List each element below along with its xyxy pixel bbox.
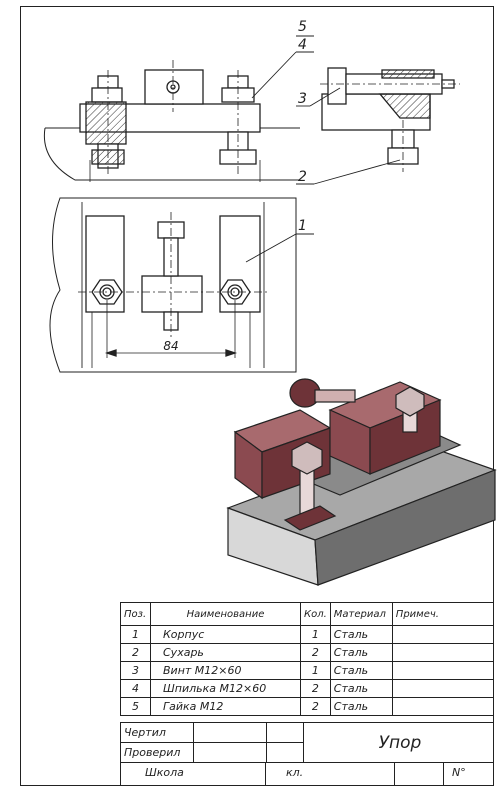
class-label: кл.: [265, 762, 395, 786]
callout-3: 3: [298, 91, 307, 107]
spec-row: 5 Гайка М12 2 Сталь: [120, 697, 495, 716]
checked-date: [266, 742, 304, 763]
spec-row: 3 Винт М12×60 1 Сталь: [120, 661, 495, 680]
row-pos: 1: [120, 625, 151, 644]
row-pos: 2: [120, 643, 151, 662]
checked-label: Проверил: [120, 742, 194, 763]
blank-cell: [394, 762, 444, 786]
row-qty: 2: [300, 697, 331, 716]
row-name: Сухарь: [150, 643, 301, 662]
dimension-label: 84: [163, 339, 178, 353]
row-material: Сталь: [329, 643, 393, 662]
row-material: Сталь: [329, 625, 393, 644]
number-label: N°: [443, 762, 494, 786]
side-view: [320, 67, 460, 172]
row-pos: 4: [120, 679, 151, 698]
row-name: Шпилька М12×60: [150, 679, 301, 698]
callout-5: 5: [298, 19, 307, 35]
spec-row: 2 Сухарь 2 Сталь: [120, 643, 495, 662]
row-pos: 5: [120, 697, 151, 716]
row-material: Сталь: [329, 679, 393, 698]
drew-label: Чертил: [120, 722, 194, 743]
header-name: Наименование: [150, 602, 301, 626]
row-note: [391, 643, 495, 662]
row-pos: 3: [120, 661, 151, 680]
isometric-view: [226, 378, 497, 586]
checked-value: [193, 742, 267, 763]
top-view: [49, 197, 297, 373]
row-qty: 1: [300, 625, 331, 644]
row-name: Гайка М12: [150, 697, 301, 716]
row-material: Сталь: [329, 697, 393, 716]
front-view: [43, 60, 300, 182]
spec-header-row: Поз. Наименование Кол. Материал Примеч.: [120, 602, 495, 626]
header-pos: Поз.: [120, 602, 151, 626]
row-note: [391, 661, 495, 680]
row-name: Винт М12×60: [150, 661, 301, 680]
drew-date: [266, 722, 304, 743]
drawing-title: Упор: [303, 722, 494, 763]
row-note: [391, 679, 495, 698]
header-note: Примеч.: [391, 602, 495, 626]
header-material: Материал: [329, 602, 393, 626]
leader-lines: [245, 35, 401, 263]
title-block: Чертил Проверил Упор Школа кл. N°: [120, 722, 494, 786]
row-qty: 2: [300, 679, 331, 698]
callout-2: 2: [298, 169, 307, 185]
callout-4: 4: [298, 37, 307, 53]
row-qty: 2: [300, 643, 331, 662]
row-note: [391, 697, 495, 716]
technical-drawing: 5 4 3 2 1 84: [43, 19, 497, 586]
specification-table: Поз. Наименование Кол. Материал Примеч. …: [120, 602, 495, 786]
spec-row: 1 Корпус 1 Сталь: [120, 625, 495, 644]
row-material: Сталь: [329, 661, 393, 680]
drew-value: [193, 722, 267, 743]
row-qty: 1: [300, 661, 331, 680]
school-label: Школа: [120, 762, 266, 786]
row-name: Корпус: [150, 625, 301, 644]
header-qty: Кол.: [300, 602, 331, 626]
row-note: [391, 625, 495, 644]
callout-1: 1: [298, 218, 307, 234]
spec-row: 4 Шпилька М12×60 2 Сталь: [120, 679, 495, 698]
